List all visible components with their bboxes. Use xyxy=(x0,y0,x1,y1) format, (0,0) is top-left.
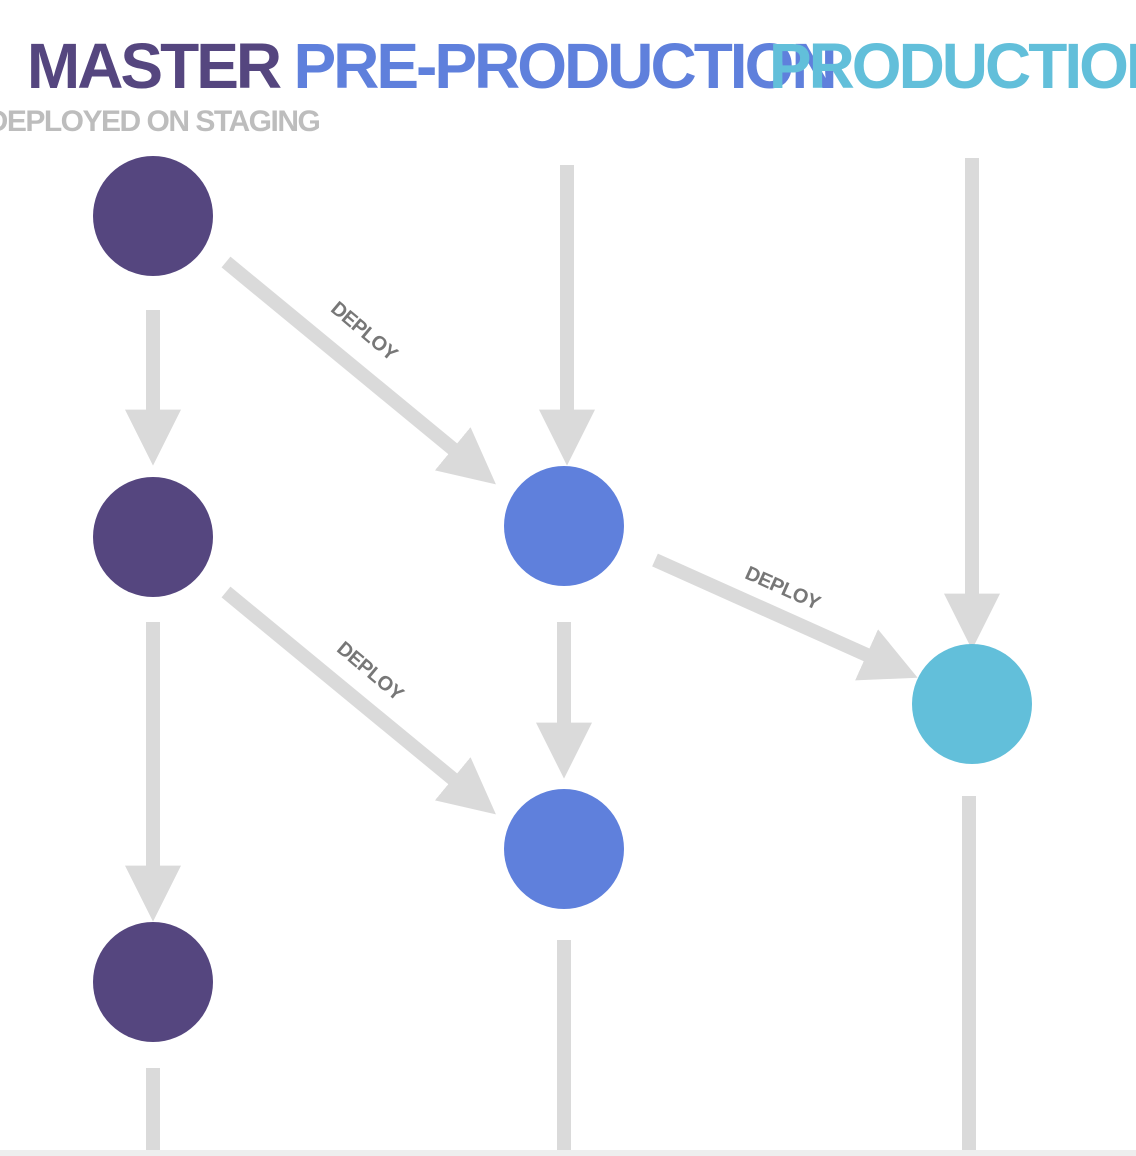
column-title-preproduction: PRE-PRODUCTION xyxy=(293,30,834,102)
deploy-arrow-preproduction-1 xyxy=(652,553,918,681)
column-subtitle-master: DEPLOYED ON STAGING xyxy=(0,105,319,138)
preproduction-commit-node xyxy=(504,789,624,909)
master-commit-node xyxy=(93,156,213,276)
column-title-production: PRODUCTION xyxy=(769,30,1136,102)
deploy-arrow-master-2 xyxy=(221,586,496,815)
deploy-arrow-master-1 xyxy=(221,256,496,485)
preproduction-commit-node xyxy=(504,466,624,586)
bottom-divider xyxy=(0,1150,1136,1156)
production-commit-node xyxy=(912,644,1032,764)
master-commit-node xyxy=(93,922,213,1042)
master-commit-node xyxy=(93,477,213,597)
column-title-master: MASTER xyxy=(27,30,281,102)
